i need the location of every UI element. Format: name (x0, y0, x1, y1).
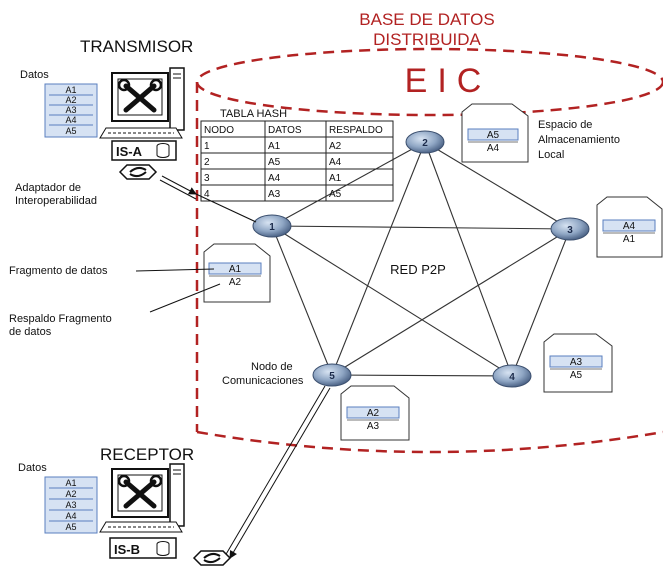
database-icon (156, 541, 170, 556)
transmitter-title: TRANSMISOR (80, 37, 193, 56)
storage-node-5: A2 A3 (340, 385, 410, 441)
cell: 2 (204, 157, 210, 168)
list-item: A2 (65, 95, 76, 105)
distributed-db-boundary (195, 47, 663, 454)
receiver-data-label: Datos (18, 462, 47, 474)
storage-1-data: A1 (229, 264, 242, 275)
storage-node-4: A3 A5 (543, 333, 613, 393)
hash-table (200, 120, 394, 202)
cell: 4 (204, 189, 210, 200)
list-item: A4 (65, 115, 76, 125)
storage-5-backup: A3 (367, 421, 380, 432)
list-item: A5 (65, 522, 76, 532)
receiver-computer-icon (99, 463, 185, 533)
storage-node-2: A5 A4 (461, 103, 529, 163)
node-5-label: 5 (329, 371, 335, 382)
is-b-label: IS-B (109, 537, 177, 559)
storage-label-line2: Almacenamiento (538, 134, 620, 146)
node-3-label: 3 (567, 225, 573, 236)
storage-5-data: A2 (367, 408, 380, 419)
adapter-icon (192, 550, 232, 566)
receiver-data-list: A1 A2 A3 A4 A5 (44, 476, 98, 534)
is-b-text: IS-B (114, 542, 140, 557)
storage-2-backup: A4 (487, 143, 500, 154)
table-row: 1 A1 A2 (204, 141, 342, 152)
database-icon (156, 143, 170, 158)
db-title-line1: BASE DE DATOS (359, 10, 494, 29)
storage-2-data: A5 (487, 130, 500, 141)
is-a-label: IS-A (111, 140, 177, 161)
transmitter-data-list: A1 A2 A3 A4 A5 (44, 83, 98, 138)
storage-3-backup: A1 (623, 234, 636, 245)
list-item: A3 (65, 500, 76, 510)
is-a-text: IS-A (116, 144, 143, 159)
list-item: A3 (65, 105, 76, 115)
cell: A5 (268, 157, 281, 168)
header-respaldo: RESPALDO (329, 125, 383, 136)
table-row: 2 A5 A4 (204, 157, 342, 168)
header-nodo: NODO (204, 125, 234, 136)
node-4[interactable]: 4 (492, 364, 532, 388)
table-row: 4 A3 A5 (204, 189, 342, 200)
table-row: 3 A4 A1 (204, 173, 342, 184)
node-4-label: 4 (509, 372, 515, 383)
node-2-label: 2 (422, 138, 428, 149)
cell: 1 (204, 141, 210, 152)
node-2[interactable]: 2 (405, 130, 445, 154)
header-datos: DATOS (268, 125, 302, 136)
list-item: A1 (65, 85, 76, 95)
network-label: RED P2P (390, 262, 446, 277)
hash-table-title: TABLA HASH (220, 108, 287, 120)
transmitter-computer-icon (99, 67, 185, 139)
node-label-line2: Comunicaciones (222, 375, 304, 387)
cell: A2 (329, 141, 342, 152)
backup-label-line1: Respaldo Fragmento (9, 313, 112, 325)
storage-label-line3: Local (538, 149, 564, 161)
node-3[interactable]: 3 (550, 217, 590, 241)
list-item: A4 (65, 511, 76, 521)
cell: A4 (329, 157, 342, 168)
receiver-title: RECEPTOR (100, 445, 194, 464)
node-1[interactable]: 1 (252, 214, 292, 238)
adapter-label-line1: Adaptador de (15, 182, 81, 194)
node-5[interactable]: 5 (312, 363, 352, 387)
eic-label: EIC (405, 62, 492, 100)
transmitter-data-label: Datos (20, 69, 49, 81)
cell: A5 (329, 189, 342, 200)
list-item: A2 (65, 489, 76, 499)
storage-3-data: A4 (623, 221, 636, 232)
node-label-line1: Nodo de (251, 361, 293, 373)
storage-label-line1: Espacio de (538, 119, 592, 131)
adapter-label-line2: Interoperabilidad (15, 195, 97, 207)
fragment-label: Fragmento de datos (9, 265, 108, 277)
cell: 3 (204, 173, 210, 184)
cell: A3 (268, 189, 281, 200)
storage-node-1: A1 A2 (203, 243, 271, 303)
list-item: A1 (65, 478, 76, 488)
storage-1-backup: A2 (229, 277, 242, 288)
storage-node-3: A4 A1 (596, 196, 663, 258)
node-1-label: 1 (269, 222, 275, 233)
cell: A1 (329, 173, 342, 184)
cell: A4 (268, 173, 281, 184)
list-item: A5 (65, 126, 76, 136)
p2p-edges (271, 141, 571, 377)
db-title-line2: DISTRIBUIDA (373, 30, 481, 49)
cell: A1 (268, 141, 281, 152)
backup-label-line2: de datos (9, 326, 52, 338)
adapter-icon (118, 164, 158, 180)
hash-table-header: NODO DATOS RESPALDO (204, 125, 383, 136)
storage-4-data: A3 (570, 357, 583, 368)
storage-4-backup: A5 (570, 370, 583, 381)
